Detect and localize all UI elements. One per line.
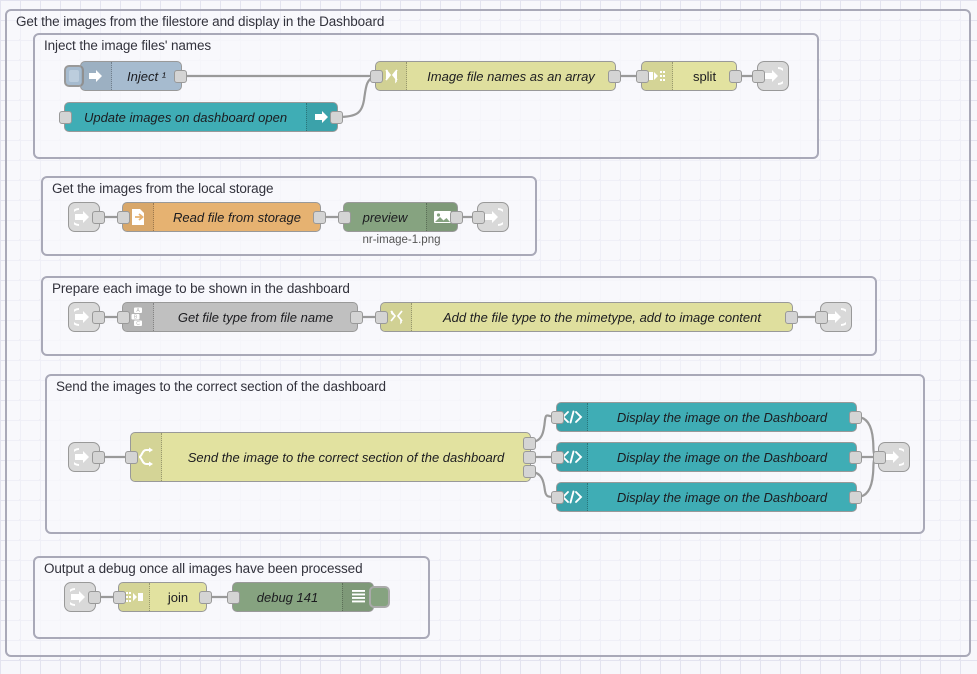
node-link-in-3[interactable] (68, 302, 105, 332)
group-inject-title: Inject the image files' names (44, 38, 212, 53)
link-in-icon (74, 448, 89, 466)
node-link-out-3[interactable] (815, 302, 852, 332)
join-icon (119, 583, 150, 611)
node-display-3-label: Display the image on the Dashboard (616, 489, 828, 505)
port-in[interactable] (370, 70, 383, 83)
link-out-icon (764, 67, 783, 85)
group-read-storage-title: Get the images from the local storage (52, 181, 274, 196)
node-add-mimetype-label: Add the file type to the mimetype, add t… (443, 309, 761, 325)
node-update-dashboard[interactable]: Update images on dashboard open (59, 102, 343, 132)
port-in[interactable] (752, 70, 765, 83)
node-join-label: join (167, 589, 189, 605)
port-in[interactable] (59, 111, 72, 124)
debug-toggle-button[interactable] (369, 586, 390, 608)
port-in[interactable] (227, 591, 240, 604)
node-inject[interactable]: Inject ¹ (64, 61, 187, 91)
port-out-3[interactable] (523, 465, 536, 479)
port-in[interactable] (636, 70, 649, 83)
port-out[interactable] (450, 211, 463, 224)
group-inject[interactable]: Inject the image files' names (33, 33, 819, 159)
node-debug[interactable]: debug 141 (227, 582, 390, 612)
group-output-debug-title: Output a debug once all images have been… (44, 561, 363, 576)
group-outer-title: Get the images from the filestore and di… (16, 14, 385, 29)
port-in[interactable] (815, 311, 828, 324)
port-out[interactable] (729, 70, 742, 83)
node-join[interactable]: join (113, 582, 212, 612)
node-display-3[interactable]: Display the image on the Dashboard (551, 482, 862, 512)
node-read-file[interactable]: Read file from storage (117, 202, 326, 232)
group-send-section-title: Send the images to the correct section o… (56, 379, 386, 394)
node-display-2-label: Display the image on the Dashboard (616, 449, 828, 465)
link-call-arrow-icon (306, 103, 337, 131)
node-link-out-4[interactable] (873, 442, 910, 472)
port-in[interactable] (375, 311, 388, 324)
node-preview-label: preview (362, 209, 408, 225)
port-out[interactable] (92, 211, 105, 224)
port-in[interactable] (338, 211, 351, 224)
node-debug-label: debug 141 (256, 589, 319, 605)
node-preview[interactable]: preview (338, 202, 463, 232)
node-image-file-names[interactable]: Image file names as an array (370, 61, 621, 91)
port-in[interactable] (117, 311, 130, 324)
node-send-switch-label: Send the image to the correct section of… (187, 449, 505, 465)
port-out[interactable] (199, 591, 212, 604)
inject-trigger-button[interactable] (64, 65, 84, 87)
node-display-1-label: Display the image on the Dashboard (616, 409, 828, 425)
port-in[interactable] (551, 411, 564, 424)
inject-arrow-icon (81, 62, 112, 90)
port-in[interactable] (472, 211, 485, 224)
node-display-2[interactable]: Display the image on the Dashboard (551, 442, 862, 472)
port-out[interactable] (849, 491, 862, 504)
port-out[interactable] (849, 451, 862, 464)
svg-text:A: A (136, 308, 140, 314)
port-out[interactable] (88, 591, 101, 604)
port-in[interactable] (125, 451, 138, 464)
node-link-in-5[interactable] (64, 582, 101, 612)
port-in[interactable] (117, 211, 130, 224)
link-out-icon (484, 208, 503, 226)
port-out-2[interactable] (523, 451, 536, 464)
node-split[interactable]: split (636, 61, 742, 91)
port-out[interactable] (849, 411, 862, 424)
port-out[interactable] (785, 311, 798, 324)
port-out[interactable] (174, 70, 187, 83)
node-link-in-2[interactable] (68, 202, 105, 232)
node-split-label: split (692, 68, 717, 84)
svg-text:B: B (134, 315, 138, 321)
node-inject-label: Inject ¹ (126, 68, 166, 84)
port-in[interactable] (551, 451, 564, 464)
link-out-icon (885, 448, 904, 466)
port-in[interactable] (551, 491, 564, 504)
node-send-switch[interactable]: Send the image to the correct section of… (125, 432, 536, 482)
node-preview-sublabel: nr-image-1.png (362, 234, 441, 246)
node-image-file-names-label: Image file names as an array (427, 68, 595, 84)
debug-lines-icon (342, 583, 373, 611)
port-in[interactable] (873, 451, 886, 464)
node-read-file-label: Read file from storage (173, 209, 301, 225)
node-link-out-2[interactable] (472, 202, 509, 232)
port-out[interactable] (330, 111, 343, 124)
port-in[interactable] (113, 591, 126, 604)
node-add-mimetype[interactable]: Add the file type to the mimetype, add t… (375, 302, 798, 332)
port-out[interactable] (350, 311, 363, 324)
port-out-1[interactable] (523, 436, 536, 450)
svg-text:C: C (136, 321, 140, 327)
node-get-file-type-label: Get file type from file name (177, 309, 334, 325)
group-prepare-image-title: Prepare each image to be shown in the da… (52, 281, 350, 296)
node-link-in-4[interactable] (68, 442, 105, 472)
port-out[interactable] (92, 451, 105, 464)
link-in-icon (74, 308, 89, 326)
link-in-icon (74, 208, 89, 226)
node-update-dashboard-label: Update images on dashboard open (83, 109, 288, 125)
port-out[interactable] (92, 311, 105, 324)
port-out[interactable] (608, 70, 621, 83)
port-out[interactable] (313, 211, 326, 224)
node-display-1[interactable]: Display the image on the Dashboard (551, 402, 862, 432)
node-link-out-1[interactable] (752, 61, 789, 91)
link-out-icon (827, 308, 846, 326)
link-in-icon (70, 588, 85, 606)
